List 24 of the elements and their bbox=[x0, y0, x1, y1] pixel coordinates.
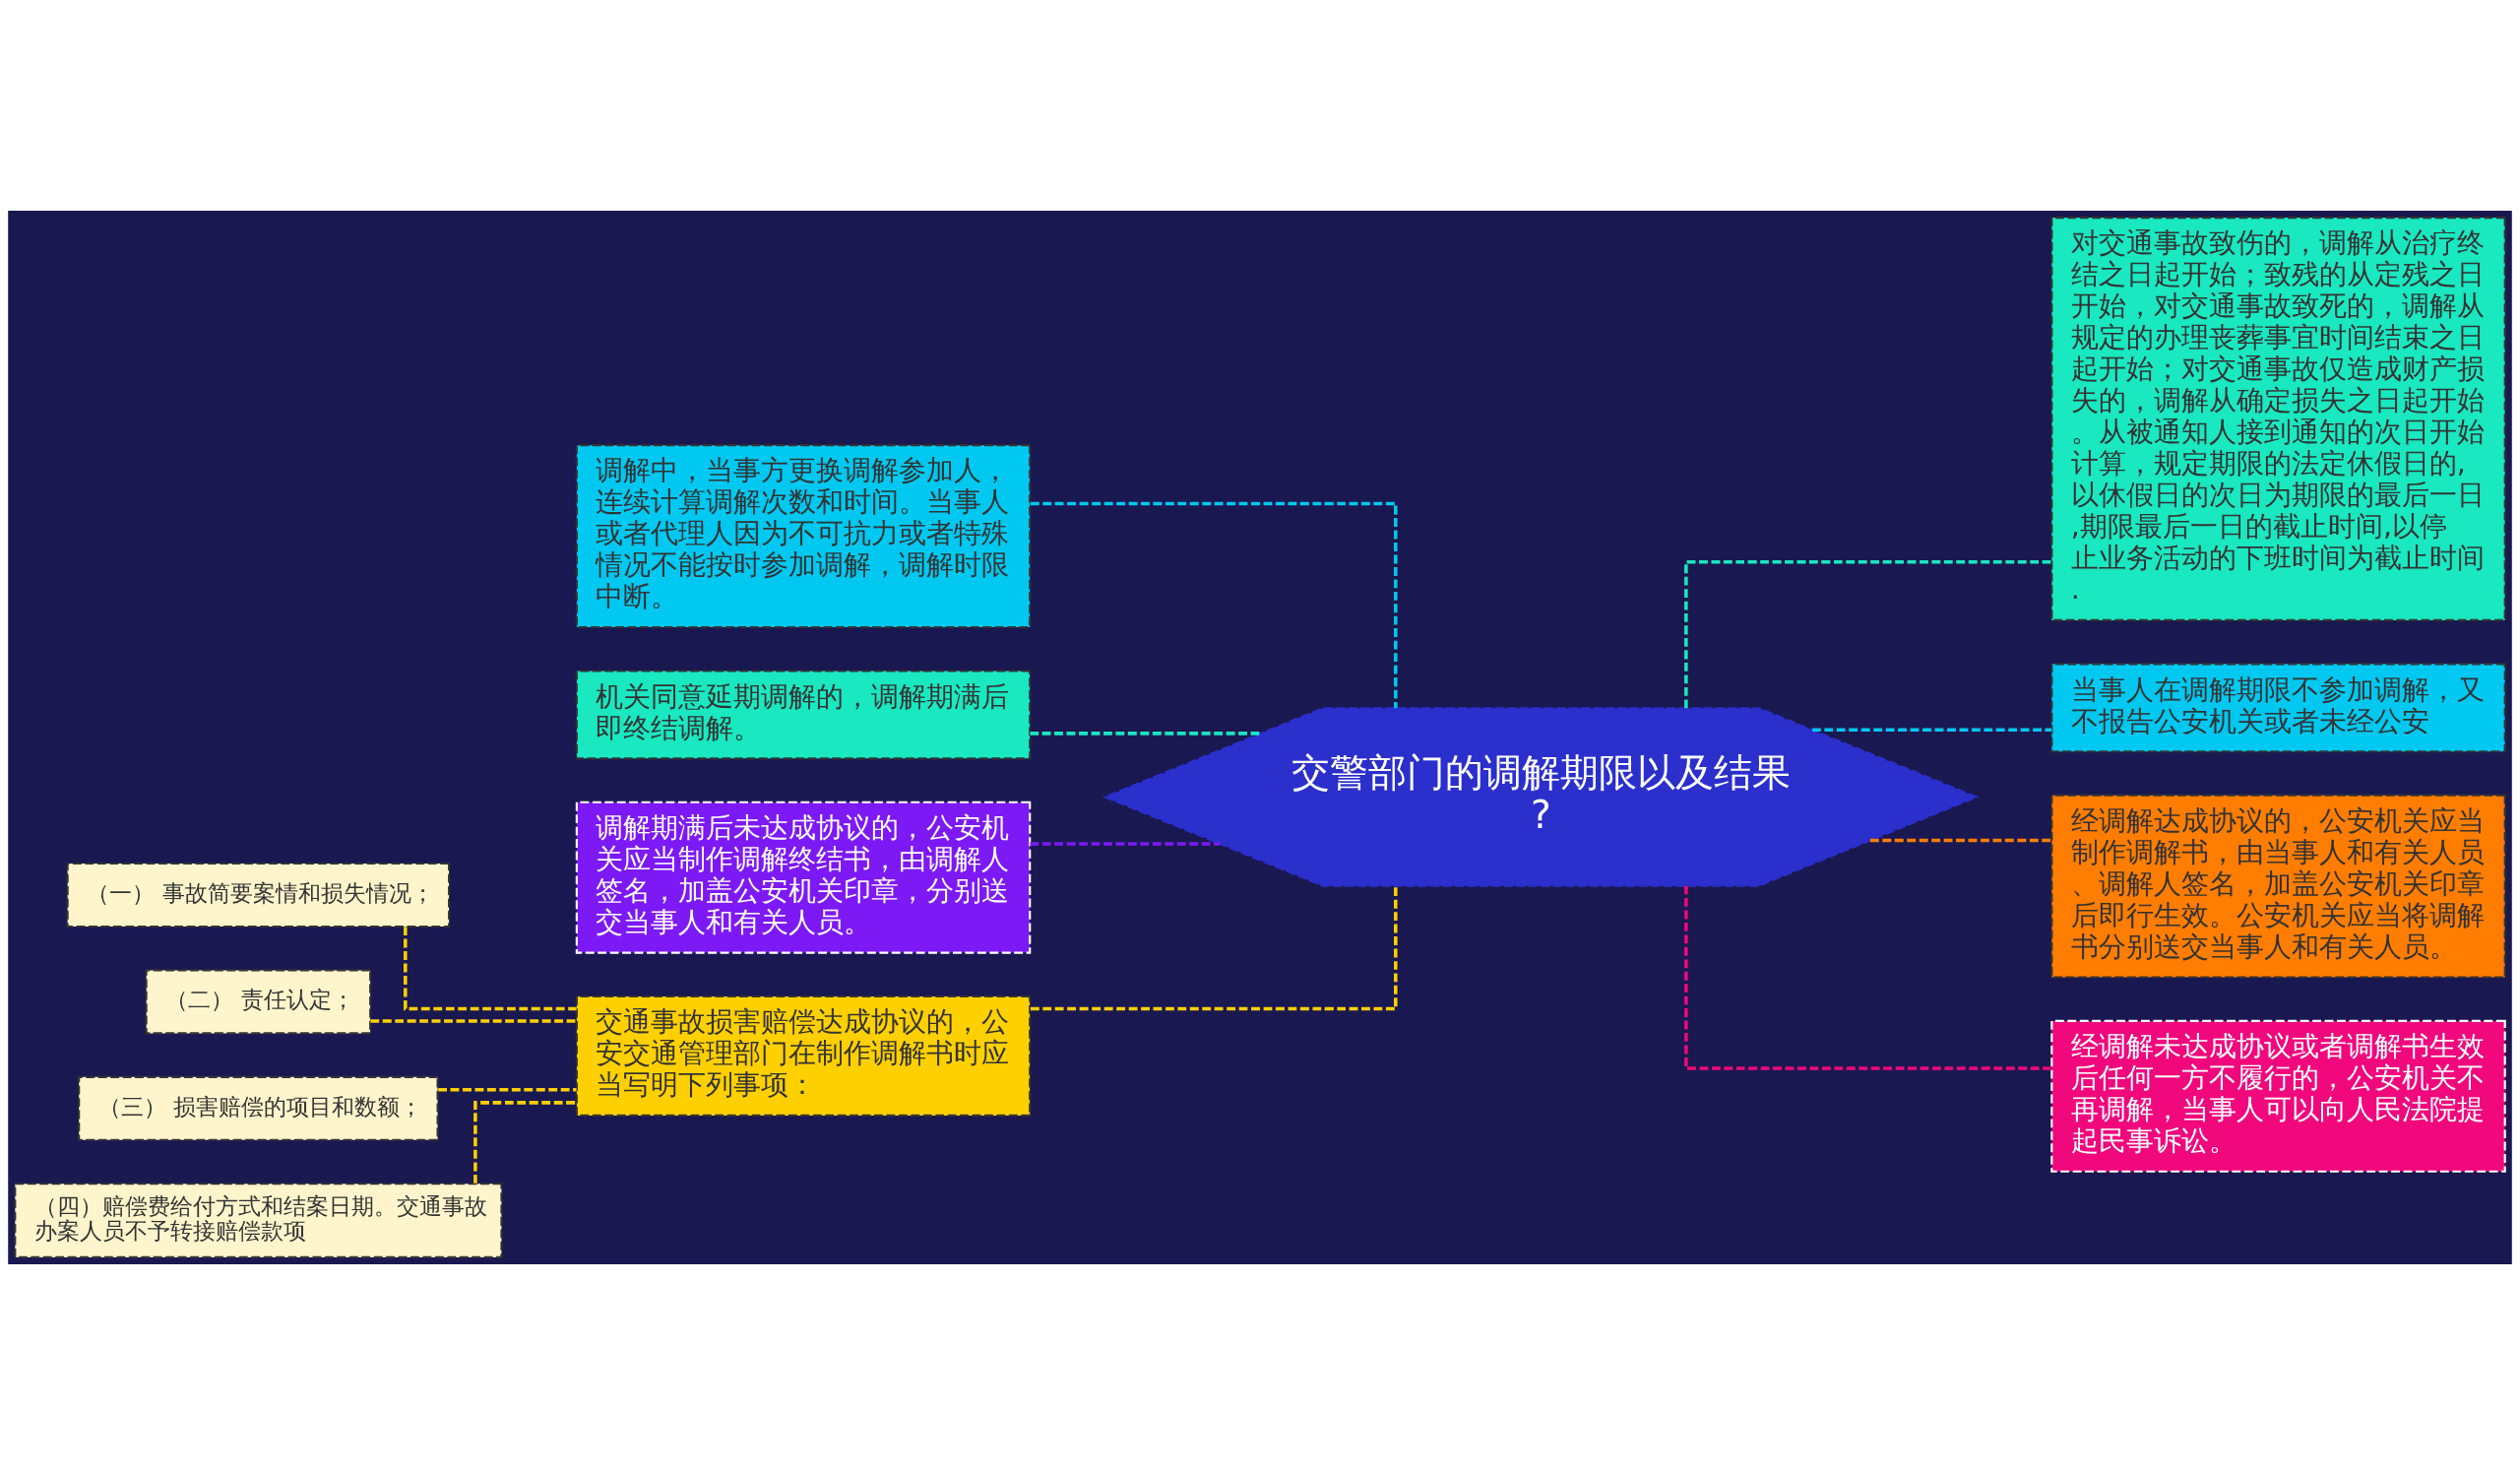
connector bbox=[1812, 728, 2052, 732]
node-box: 机关同意延期调解的，调解期满后即终结调解。 bbox=[575, 669, 1032, 759]
node-box: 对交通事故致伤的，调解从治疗终结之日起开始；致残的从定残之日开始，对交通事故致死的，调解从规定的办理丧葬事宜时间结束之日起开始；对交通事故仅造成财产损失的，调解从确定损失之日起开始。从被通知人接到通知的次日开始计算，规定期限的法定休假日的,以休假日的次日为期限的最后一日,期限最后一日的截止时间,以停止业务活动的下班时间为截止时间. bbox=[2050, 216, 2506, 621]
connector bbox=[1684, 559, 2051, 708]
node-box: （二） 责任认定； bbox=[145, 968, 372, 1034]
connector bbox=[1030, 731, 1261, 736]
node-box: 调解期满后未达成协议的，公安机关应当制作调解终结书，由调解人签名，加盖公安机关印章，分别送交当事人和有关人员。 bbox=[575, 801, 1032, 954]
connector bbox=[1869, 838, 2051, 842]
connector bbox=[370, 1018, 577, 1023]
connector bbox=[1030, 841, 1220, 846]
node-box: 经调解未达成协议或者调解书生效后任何一方不履行的，公安机关不再调解，当事人可以向人民法院提起民事诉讼。 bbox=[2050, 1019, 2506, 1173]
node-box: 调解中，当事方更换调解参加人，连续计算调解次数和时间。当事人或者代理人因为不可抗力或者特殊情况不能按时参加调解，调解时限中断。 bbox=[575, 443, 1032, 628]
connector bbox=[1684, 885, 2051, 1070]
node-box: （一） 事故简要案情和损失情况； bbox=[66, 862, 451, 928]
node-box: （三） 损害赔偿的项目和数额； bbox=[78, 1075, 439, 1141]
connector bbox=[1031, 501, 1398, 708]
node-box: （四）赔偿费给付方式和结案日期。交通事故办案人员不予转接赔偿款项 bbox=[14, 1182, 503, 1258]
node-box: 经调解达成协议的，公安机关应当制作调解书，由当事人和有关人员、调解人签名，加盖公安机关印章后即行生效。公安机关应当将调解书分别送交当事人和有关人员。 bbox=[2050, 794, 2506, 979]
connector bbox=[438, 1087, 577, 1092]
connector bbox=[404, 926, 577, 1010]
connector bbox=[1031, 885, 1398, 1010]
node-box: 当事人在调解期限不参加调解，又不报告公安机关或者未经公安 bbox=[2050, 662, 2506, 752]
node-box: 交通事故损害赔偿达成协议的，公安交通管理部门在制作调解书时应当写明下列事项： bbox=[575, 994, 1032, 1117]
connector bbox=[473, 1100, 577, 1184]
